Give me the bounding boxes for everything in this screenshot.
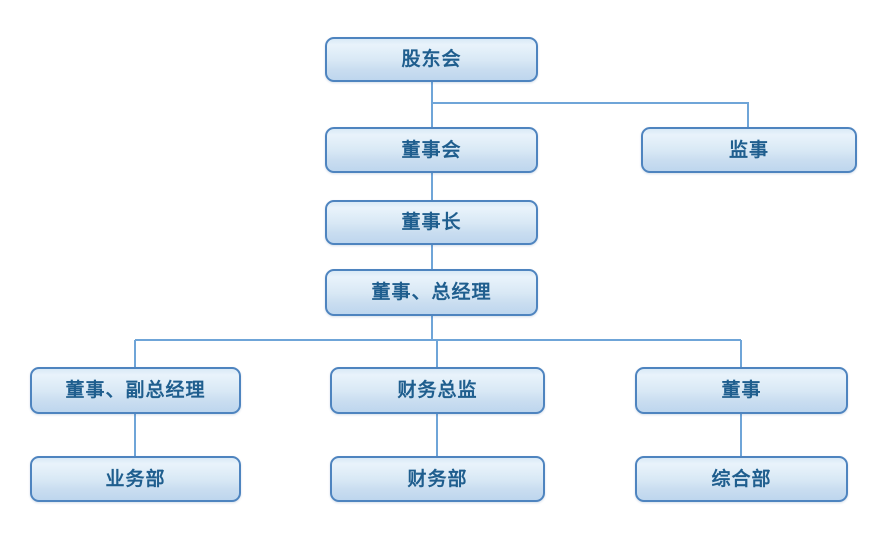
org-node-general-dept: 综合部 <box>635 456 848 502</box>
org-node-chairman-label: 董事长 <box>401 212 462 233</box>
org-node-shareholders-label: 股东会 <box>401 49 462 70</box>
org-node-business-dept: 业务部 <box>30 456 241 502</box>
org-node-chairman: 董事长 <box>325 200 538 245</box>
org-node-supervisor-label: 监事 <box>728 139 769 161</box>
org-node-general-manager-label: 董事、总经理 <box>371 282 492 303</box>
org-node-board-label: 董事会 <box>401 139 462 161</box>
org-node-finance-dept-label: 财务部 <box>407 468 468 490</box>
org-node-board: 董事会 <box>325 127 538 173</box>
org-node-supervisor: 监事 <box>641 127 857 173</box>
connector-shareholders-supervisor <box>432 102 749 127</box>
org-node-finance-dept: 财务部 <box>330 456 545 502</box>
org-node-cfo: 财务总监 <box>330 367 545 414</box>
org-node-shareholders: 股东会 <box>325 37 538 82</box>
org-node-cfo-label: 财务总监 <box>397 380 478 401</box>
org-node-director-label: 董事 <box>721 380 762 401</box>
org-node-general-manager: 董事、总经理 <box>325 269 538 316</box>
org-node-business-dept-label: 业务部 <box>105 468 166 490</box>
org-node-general-dept-label: 综合部 <box>711 468 772 490</box>
org-node-deputy-general-manager: 董事、副总经理 <box>30 367 241 414</box>
org-node-deputy-general-manager-label: 董事、副总经理 <box>65 380 206 401</box>
org-node-director: 董事 <box>635 367 848 414</box>
